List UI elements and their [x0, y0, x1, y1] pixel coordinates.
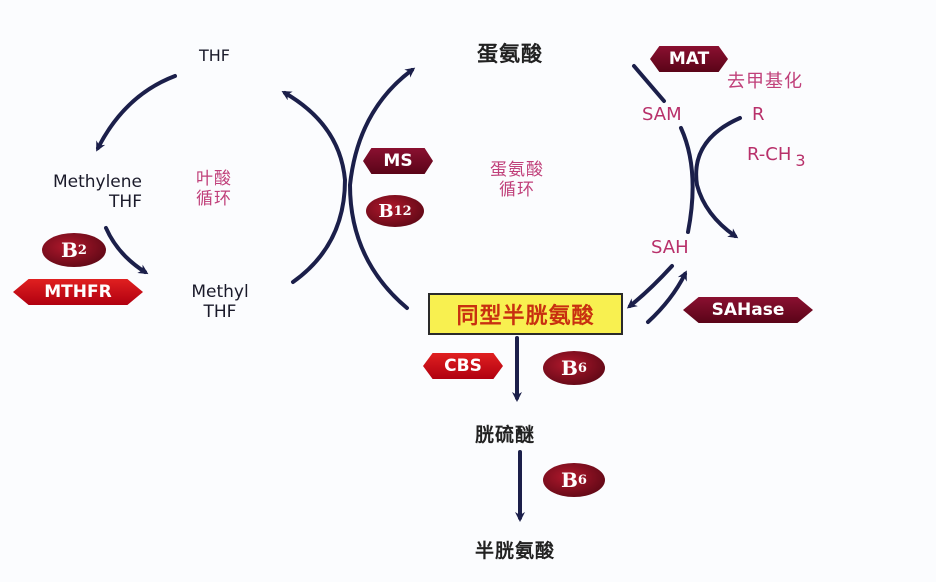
homocysteine-box: 同型半胱氨酸: [428, 293, 623, 335]
cystathionine-label: 胱硫醚: [475, 424, 536, 446]
demethylation-label: 去甲基化: [727, 71, 803, 92]
methionine-label: 蛋氨酸: [477, 42, 543, 66]
arrow-hcy-to-methionine: [347, 67, 416, 310]
thf-label: THF: [199, 46, 231, 65]
methyl-thf-label: Methyl THF: [191, 282, 249, 322]
methylene-thf-label: Methylene THF: [52, 172, 142, 212]
enzyme-mthfr: MTHFR: [13, 279, 143, 305]
arrow-methyl-to-thf: [281, 90, 348, 284]
arrow-hcy-to-sah: [646, 270, 687, 324]
folate-cycle-label: 叶酸 循环: [196, 169, 232, 209]
line-sam-to-sah: [679, 126, 695, 234]
sam-label: SAM: [642, 104, 682, 125]
r-label: R: [752, 104, 765, 125]
enzyme-cbs: CBS: [423, 353, 503, 379]
cysteine-label: 半胱氨酸: [475, 540, 556, 562]
sah-label: SAH: [651, 237, 689, 258]
enzyme-sahase: SAHase: [683, 297, 813, 323]
arrow-methylene-to-methyl: [104, 226, 149, 275]
methionine-cycle-label: 蛋氨酸 循环: [490, 160, 544, 200]
arrow-thf-to-methylene: [96, 74, 177, 152]
arrow-r-to-rch3: [694, 116, 742, 239]
enzyme-mat: MAT: [650, 46, 728, 72]
enzyme-ms: MS: [363, 148, 433, 174]
arrow-sah-to-hcy: [626, 264, 674, 309]
line-methionine-to-sam: [632, 64, 666, 103]
